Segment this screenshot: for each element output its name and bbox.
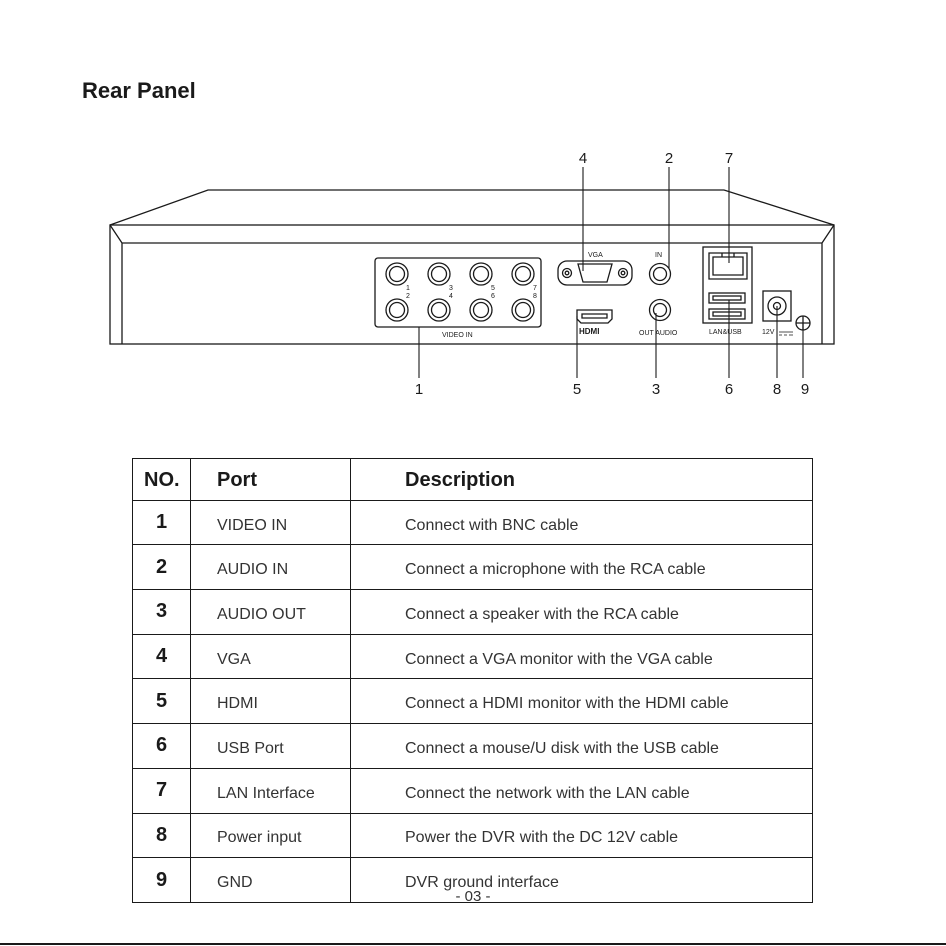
table-row: 3 AUDIO OUT Connect a speaker with the R…	[132, 589, 813, 635]
row-description: Connect a HDMI monitor with the HDMI cab…	[350, 678, 813, 725]
row-description: DVR ground interface	[350, 857, 813, 903]
row-number: 4	[132, 633, 191, 680]
callout-number: 5	[573, 381, 581, 398]
channel-digit: 1	[406, 285, 410, 292]
channel-digit: 5	[491, 285, 495, 292]
row-port: AUDIO IN	[190, 544, 351, 591]
row-description: Power the DVR with the DC 12V cable	[350, 812, 813, 859]
table-row: 4 VGA Connect a VGA monitor with the VGA…	[132, 633, 813, 680]
bnc-connectors	[385, 262, 535, 322]
audio-in-label: IN	[655, 252, 662, 259]
dvr-rear-inner	[109, 224, 835, 344]
dvr-rear-frame	[109, 224, 835, 345]
channel-digit: 6	[491, 293, 495, 300]
callout-number: 7	[725, 150, 733, 167]
row-port: HDMI	[190, 678, 351, 725]
row-number: 3	[132, 589, 191, 635]
row-port: VIDEO IN	[190, 499, 351, 546]
channel-digit: 4	[449, 293, 453, 300]
header-description: Description	[350, 458, 813, 501]
lan-port	[708, 252, 748, 280]
row-number: 2	[132, 544, 191, 591]
channel-digits: 1 2 3 4 5 6 7 8	[406, 285, 537, 300]
callout-number: 3	[652, 381, 660, 398]
table-row: 9 GND DVR ground interface	[132, 857, 813, 903]
usb-port-1	[708, 292, 746, 304]
callout-number: 2	[665, 150, 673, 167]
callout-number: 8	[773, 381, 781, 398]
hdmi-logo: HDMI	[579, 327, 599, 336]
row-description: Connect with BNC cable	[350, 499, 813, 546]
row-number: 8	[132, 812, 191, 859]
channel-digit: 8	[533, 293, 537, 300]
row-number: 9	[132, 857, 191, 903]
row-port: USB Port	[190, 723, 351, 769]
lan-usb-block	[702, 246, 753, 324]
channel-digit: 2	[406, 293, 410, 300]
callout-lines	[418, 167, 804, 378]
table-row: 6 USB Port Connect a mouse/U disk with t…	[132, 723, 813, 769]
audio-in-port	[648, 262, 672, 286]
audio-out-label: OUT AUDIO	[639, 330, 678, 337]
row-port: Power input	[190, 812, 351, 859]
table-header-row: NO. Port Description	[132, 458, 813, 501]
video-in-block	[374, 257, 542, 328]
row-description: Connect a speaker with the RCA cable	[350, 589, 813, 635]
page-number: - 03 -	[455, 888, 491, 905]
vga-label: VGA	[588, 252, 603, 259]
row-description: Connect the network with the LAN cable	[350, 767, 813, 814]
dvr-top-cover	[109, 189, 835, 226]
video-in-label: VIDEO IN	[442, 332, 473, 339]
power-label: 12V	[762, 329, 775, 336]
row-description: Connect a microphone with the RCA cable	[350, 544, 813, 591]
table-row: 5 HDMI Connect a HDMI monitor with the H…	[132, 678, 813, 725]
table-row: 2 AUDIO IN Connect a microphone with the…	[132, 544, 813, 591]
channel-digit: 7	[533, 285, 537, 292]
row-port: LAN Interface	[190, 767, 351, 814]
bottom-divider	[0, 943, 946, 945]
row-number: 6	[132, 723, 191, 769]
row-port: VGA	[190, 633, 351, 680]
table-row: 1 VIDEO IN Connect with BNC cable	[132, 499, 813, 546]
header-port: Port	[190, 458, 351, 501]
callout-number: 1	[415, 381, 423, 398]
channel-digit: 3	[449, 285, 453, 292]
vga-connector	[557, 260, 633, 286]
callout-number: 6	[725, 381, 733, 398]
callout-number: 9	[801, 381, 809, 398]
header-no: NO.	[132, 458, 191, 501]
row-number: 7	[132, 767, 191, 814]
row-port: AUDIO OUT	[190, 589, 351, 635]
audio-out-port	[648, 298, 672, 322]
table-row: 8 Power input Power the DVR with the DC …	[132, 812, 813, 859]
page-title: Rear Panel	[82, 78, 196, 103]
row-description: Connect a VGA monitor with the VGA cable	[350, 633, 813, 680]
row-description: Connect a mouse/U disk with the USB cabl…	[350, 723, 813, 769]
row-number: 5	[132, 678, 191, 725]
callout-number: 4	[579, 150, 587, 167]
table-row: 7 LAN Interface Connect the network with…	[132, 767, 813, 814]
lan-usb-label: LAN&USB	[709, 329, 742, 336]
port-table: NO. Port Description 1 VIDEO IN Connect …	[132, 458, 813, 903]
row-number: 1	[132, 499, 191, 546]
usb-port-2	[708, 308, 746, 320]
row-port: GND	[190, 857, 351, 903]
